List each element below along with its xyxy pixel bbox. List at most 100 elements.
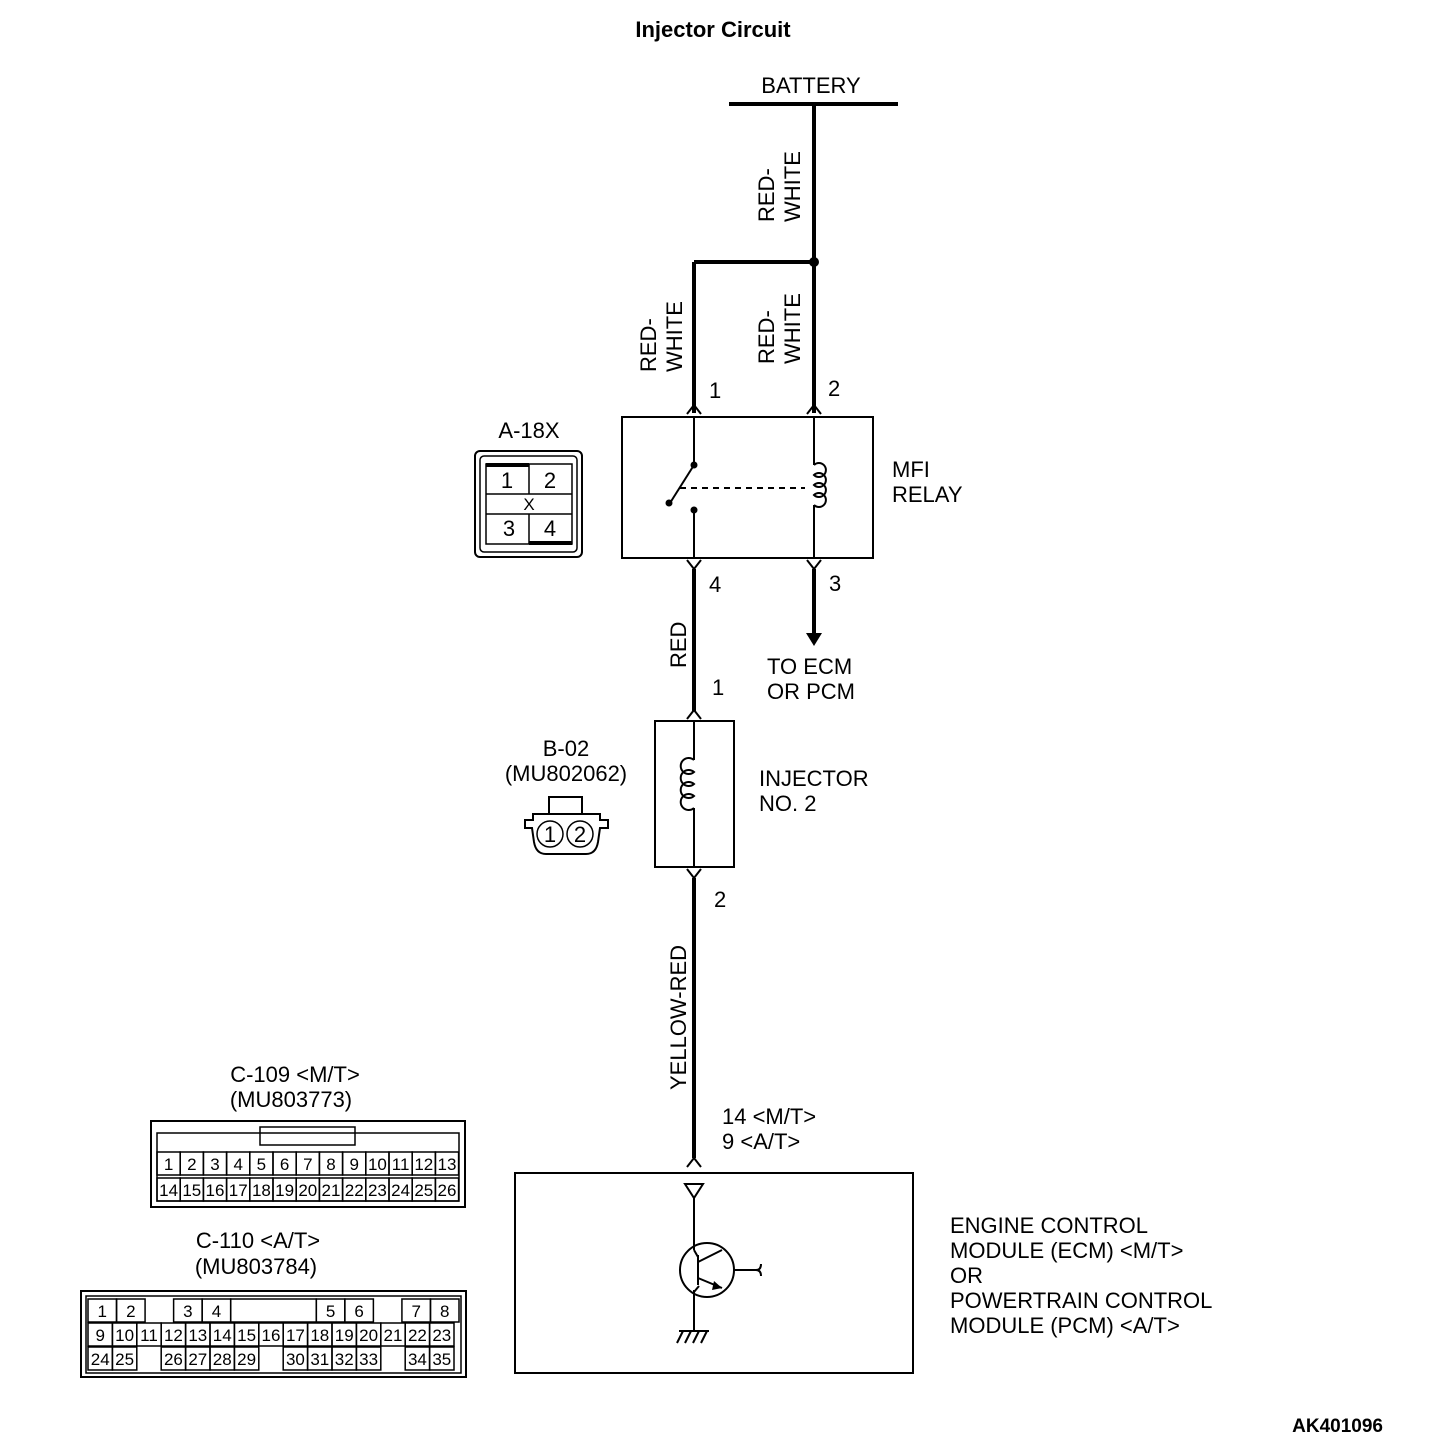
svg-text:RED-: RED- [754, 168, 779, 222]
a18x-connector [474, 450, 583, 558]
connector-mark [686, 868, 702, 880]
pin-number: 15 [182, 1181, 201, 1200]
pin-number: 10 [368, 1155, 387, 1174]
connector-mark [686, 708, 702, 720]
transistor-icon [679, 1242, 762, 1330]
pin-number: 20 [359, 1326, 378, 1345]
pin-number: 17 [286, 1326, 305, 1345]
pin-number: 22 [408, 1326, 427, 1345]
pin-number: 30 [286, 1350, 305, 1369]
ecm-pin-line1: 14 <M/T> [722, 1104, 816, 1129]
a18x-name: A-18X [498, 418, 559, 443]
pin-number: 23 [432, 1326, 451, 1345]
pin-number: 29 [237, 1350, 256, 1369]
pin-number: 3 [210, 1155, 219, 1174]
svg-text:WHITE: WHITE [780, 151, 805, 222]
svg-text:4: 4 [544, 516, 556, 541]
pin-number: 5 [257, 1155, 266, 1174]
pin-number: 23 [368, 1181, 387, 1200]
connector-mark [806, 559, 822, 571]
pin-number: 18 [310, 1326, 329, 1345]
wire-label-battery-main: RED- WHITE [754, 151, 805, 222]
ecm-pin-line2: 9 <A/T> [722, 1129, 800, 1154]
injector-label-line1: INJECTOR [759, 766, 869, 791]
pin-number: 16 [206, 1181, 225, 1200]
pin-number: 20 [298, 1181, 317, 1200]
injector-label-line2: NO. 2 [759, 791, 816, 816]
pin-number: 16 [262, 1326, 281, 1345]
pin-number: 26 [438, 1181, 457, 1200]
c109-part: (MU803773) [230, 1087, 352, 1112]
c110-pin [428, 1322, 455, 1347]
pin-number: 24 [391, 1181, 410, 1200]
svg-text:2: 2 [574, 822, 586, 847]
battery-label: BATTERY [761, 73, 861, 98]
c109-name: C-109 <M/T> [230, 1062, 360, 1087]
ecm-label-line2: MODULE (ECM) <M/T> [950, 1238, 1183, 1263]
relay-label-line1: MFI [892, 457, 930, 482]
svg-text:X: X [523, 495, 534, 514]
pin-number: 5 [326, 1302, 335, 1321]
pin-number: 9 [349, 1155, 358, 1174]
relay-pin-2: 2 [828, 376, 840, 401]
pin-number: 25 [414, 1181, 433, 1200]
pin-number: 18 [252, 1181, 271, 1200]
connector-mark [686, 403, 702, 415]
connector-mark [686, 1156, 702, 1168]
svg-text:1: 1 [501, 468, 513, 493]
svg-text:1: 1 [544, 822, 556, 847]
pin-number: 19 [335, 1326, 354, 1345]
pin-number: 22 [345, 1181, 364, 1200]
wire-label-pin2: RED- WHITE [754, 293, 805, 364]
svg-text:YELLOW-RED: YELLOW-RED [666, 945, 691, 1090]
svg-text:RED-: RED- [636, 318, 661, 372]
pin-number: 12 [414, 1155, 433, 1174]
pin-number: 17 [229, 1181, 248, 1200]
pin-number: 6 [280, 1155, 289, 1174]
wire-label-pin1: RED- WHITE [636, 301, 687, 372]
relay-label-line2: RELAY [892, 482, 963, 507]
c109-pin [434, 1151, 460, 1176]
ground-icon [676, 1330, 709, 1344]
to-ecm-line2: OR PCM [767, 679, 855, 704]
mfi-relay-box [621, 416, 874, 559]
relay-coil-icon [812, 462, 827, 508]
relay-pin-4: 4 [709, 572, 721, 597]
relay-pin-1: 1 [709, 378, 721, 403]
ecm-label-line3: OR [950, 1263, 983, 1288]
pin-number: 32 [335, 1350, 354, 1369]
to-ecm-line1: TO ECM [767, 654, 852, 679]
b02-part: (MU802062) [505, 761, 627, 786]
pin-number: 15 [237, 1326, 256, 1345]
svg-text:WHITE: WHITE [780, 293, 805, 364]
pin-number: 1 [164, 1155, 173, 1174]
c110-blank-panel [229, 1298, 318, 1323]
pin-number: 12 [164, 1326, 183, 1345]
pin-number: 3 [183, 1302, 192, 1321]
injector-coil-icon [679, 757, 696, 811]
pin-number: 24 [91, 1350, 110, 1369]
b02-name: B-02 [543, 736, 589, 761]
ecm-label-line5: MODULE (PCM) <A/T> [950, 1313, 1180, 1338]
wire-label-red: RED [666, 622, 691, 668]
relay-switch-arm [669, 464, 695, 504]
pin-number: 21 [384, 1326, 403, 1345]
pin-number: 26 [164, 1350, 183, 1369]
c110-part: (MU803784) [195, 1254, 317, 1279]
wire-label-yellow-red: YELLOW-RED [666, 945, 691, 1090]
pin-number: 9 [95, 1326, 104, 1345]
pin-number: 31 [310, 1350, 329, 1369]
pin-number: 21 [322, 1181, 341, 1200]
arrow-down-icon [806, 633, 822, 646]
connector-mark [686, 559, 702, 571]
relay-pin-3: 3 [829, 571, 841, 596]
c110-pin [355, 1346, 382, 1371]
c110-pin [428, 1346, 455, 1371]
pin-number: 10 [115, 1326, 134, 1345]
svg-text:3: 3 [503, 516, 515, 541]
pin-number: 1 [98, 1302, 107, 1321]
pin-number: 7 [303, 1155, 312, 1174]
